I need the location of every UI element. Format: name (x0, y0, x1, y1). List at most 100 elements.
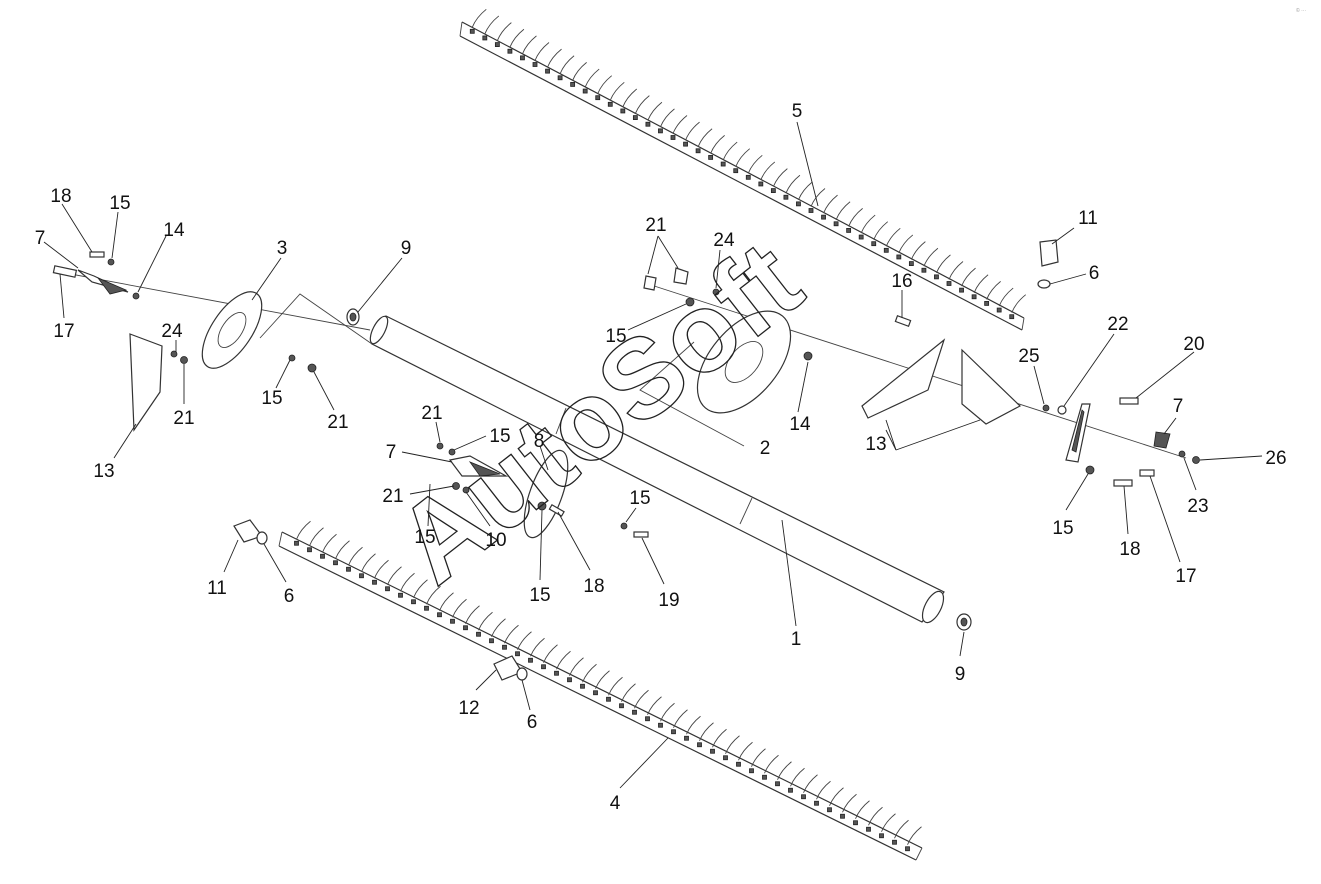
leader-13-a (885, 429, 897, 451)
leader-11-l (223, 539, 239, 573)
leader-18 (61, 203, 93, 253)
callout: 21 (421, 403, 442, 424)
tine-clamp (607, 101, 613, 107)
tine (426, 585, 441, 605)
tine (634, 689, 649, 709)
tine-clamp (346, 566, 351, 572)
tine-clamp (372, 579, 377, 585)
tine (848, 208, 863, 227)
tine-bar-upper-front-edge (461, 21, 1025, 319)
tine-clamp (833, 221, 839, 227)
tine-clamp (567, 677, 572, 683)
tine (673, 709, 688, 728)
right-bolt-20 (1119, 397, 1139, 405)
left-nut-15b (288, 354, 296, 362)
tine-clamp (840, 813, 845, 819)
right-clamp-11 (1039, 239, 1059, 267)
tine (559, 55, 575, 74)
left-disc-3-hub (217, 312, 247, 348)
left-sleeve-6 (256, 531, 268, 545)
tine (961, 267, 976, 287)
tine-clamp (670, 135, 676, 140)
left-end-assembly (52, 251, 371, 432)
right-bolt-16 (894, 315, 912, 327)
main-tube-end-left (369, 315, 389, 345)
tine-clamp (827, 807, 832, 813)
callout: 21 (173, 408, 194, 429)
callout: 15 (529, 585, 550, 606)
tine (621, 683, 636, 702)
tine (509, 28, 525, 48)
middle-nut-21a (436, 442, 444, 450)
tine-clamp (808, 208, 814, 213)
leader-18-r (1123, 485, 1129, 535)
tine (530, 637, 545, 657)
tine-clamp (595, 95, 601, 101)
tine-clamp (385, 586, 390, 592)
tine (798, 181, 813, 201)
tine-clamp (437, 612, 442, 618)
main-tube-leader-3 (259, 293, 373, 345)
callout: 7 (35, 228, 46, 249)
right-nut-21a (643, 275, 657, 291)
tine-clamp (908, 261, 914, 266)
tine-bar-lower-end-b (915, 847, 923, 861)
tine-clamp (520, 55, 525, 61)
tine-clamp (494, 42, 500, 47)
callout: 6 (1089, 263, 1100, 284)
tine (522, 35, 537, 55)
tine-bar-upper (459, 8, 1027, 331)
callout: 18 (583, 576, 604, 597)
tine (735, 148, 751, 167)
left-cone-7-shade (96, 277, 128, 295)
tine (348, 546, 363, 566)
callout: 21 (382, 486, 403, 507)
tine-clamp (320, 553, 325, 559)
middle-disc-8 (523, 449, 569, 539)
leader-18-m (557, 511, 591, 571)
tine-clamp (871, 241, 877, 247)
callout: 11 (1078, 208, 1098, 229)
tine-clamp (476, 631, 481, 637)
tine (1011, 294, 1027, 313)
tine (597, 75, 613, 94)
main-tube-end-right (921, 590, 945, 624)
tine-clamp (853, 820, 858, 826)
tine (595, 670, 610, 689)
tine (868, 806, 883, 826)
tine-clamp (632, 709, 637, 715)
right-end-assembly (639, 239, 1200, 631)
leader-lines (43, 121, 1263, 789)
tine (873, 221, 889, 240)
tine-clamp (541, 664, 546, 670)
left-bearing-9-core (349, 312, 357, 322)
tine (986, 281, 1001, 300)
tine-clamp (619, 703, 624, 709)
right-cone-22-shade (1071, 409, 1085, 453)
tine (790, 767, 805, 787)
callout: 15 (414, 527, 435, 548)
tines-upper (469, 8, 1027, 320)
right-disc-2-leader (639, 341, 745, 447)
leader-7 (43, 241, 79, 269)
right-washer-14 (803, 351, 813, 361)
middle-nut-15b (462, 486, 470, 494)
leader-11 (1051, 227, 1075, 245)
callout: 6 (527, 712, 538, 733)
right-nut-26 (1192, 456, 1200, 464)
tine-clamp (632, 115, 638, 120)
tine (496, 22, 512, 41)
tine (712, 728, 727, 748)
right-bolt-18 (1113, 479, 1133, 487)
callout: 12 (458, 698, 479, 719)
leader-21b (313, 371, 335, 411)
tine-clamp (821, 214, 826, 220)
callout: 8 (534, 431, 545, 452)
tine-clamp (307, 547, 312, 553)
tine-clamp (294, 540, 299, 546)
callout: 15 (489, 426, 510, 447)
leader-12 (475, 669, 497, 691)
tine-clamp (866, 826, 871, 832)
tine (894, 819, 909, 839)
leader-13-b (885, 419, 897, 451)
